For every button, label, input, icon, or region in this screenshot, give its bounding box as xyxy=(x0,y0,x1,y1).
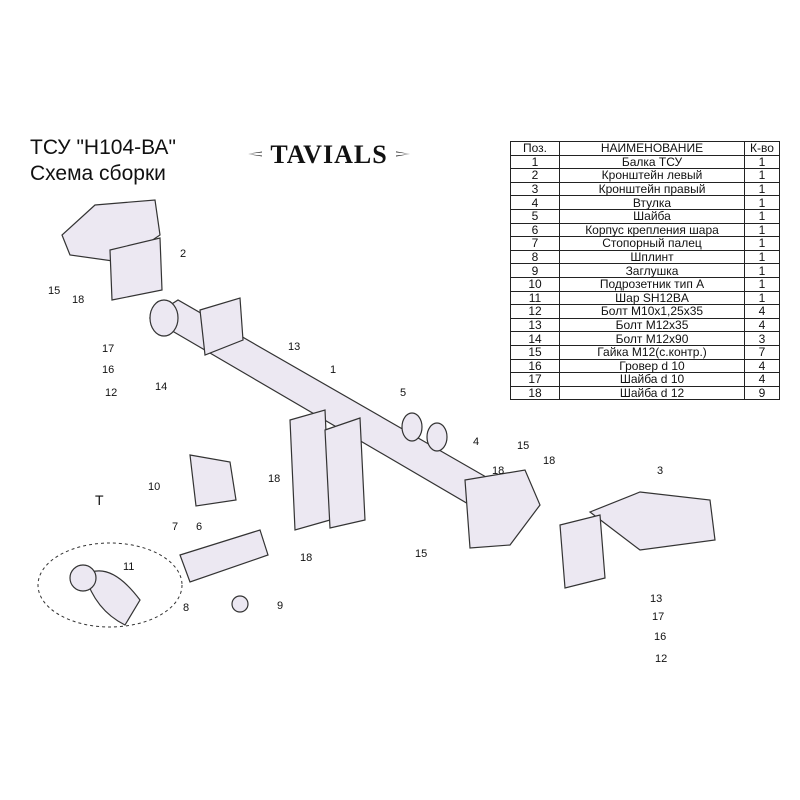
title-model: ТСУ "Н104-ВА" xyxy=(30,136,176,159)
part-quantity: 4 xyxy=(744,304,780,319)
socket-plate xyxy=(189,454,237,507)
callout-7: 7 xyxy=(172,521,178,533)
callout-13-left: 13 xyxy=(288,341,300,353)
diagram-title: ТСУ "Н104-ВА" Схема сборки xyxy=(30,135,176,187)
callout-14: 14 xyxy=(155,381,167,393)
plug-9 xyxy=(231,595,249,613)
part-name: Шайба d 12 xyxy=(559,385,745,401)
callout-15-bottom: 15 xyxy=(415,548,427,560)
callout-17-right: 17 xyxy=(652,611,664,623)
callout-18-beam: 18 xyxy=(492,465,504,477)
callout-18-bottom: 18 xyxy=(300,552,312,564)
beam-bracket-a xyxy=(289,409,331,531)
callout-5: 5 xyxy=(400,387,406,399)
left-bracket-plate xyxy=(109,237,163,301)
tow-ball-neck xyxy=(84,570,141,626)
callout-16-left: 16 xyxy=(102,364,114,376)
callout-4: 4 xyxy=(473,436,479,448)
right-bracket xyxy=(588,491,716,551)
callout-17-left: 17 xyxy=(102,343,114,355)
callout-11: 11 xyxy=(123,561,134,573)
callout-18-bracket: 18 xyxy=(268,473,280,485)
right-bracket-plate xyxy=(559,514,606,589)
callout-T: T xyxy=(95,492,104,508)
callout-6: 6 xyxy=(196,521,202,533)
beam-bracket-b xyxy=(324,417,366,529)
callout-16-right: 16 xyxy=(654,631,666,643)
tow-ball xyxy=(69,564,97,592)
callout-15-left: 15 xyxy=(48,285,60,297)
ball-housing xyxy=(179,529,269,583)
callout-18-left: 18 xyxy=(72,294,84,306)
part-quantity: 9 xyxy=(744,385,780,401)
callout-12-right: 12 xyxy=(655,653,667,665)
title-subtitle: Схема сборки xyxy=(30,162,166,185)
callout-18-right: 18 xyxy=(543,455,555,467)
bushing-4 xyxy=(426,422,448,452)
parts-table-header: Поз. НАИМЕНОВАНИЕ К-во xyxy=(510,141,780,156)
beam-right-plate xyxy=(464,469,541,549)
callout-12-left: 12 xyxy=(105,387,117,399)
beam-left-ear xyxy=(199,297,244,356)
beam-end xyxy=(149,299,179,337)
callout-1: 1 xyxy=(330,364,336,376)
callouts: 1 2 3 4 5 6 7 8 9 10 11 T 12 12 13 13 14… xyxy=(48,248,667,665)
callout-15-right: 15 xyxy=(517,440,529,452)
callout-3: 3 xyxy=(657,465,663,477)
callout-9: 9 xyxy=(277,600,283,612)
callout-10: 10 xyxy=(148,481,160,493)
tavials-logo: TAVIALS xyxy=(248,140,410,169)
logo-text: TAVIALS xyxy=(270,140,387,169)
washer-5 xyxy=(401,412,423,442)
callout-2: 2 xyxy=(180,248,186,260)
callout-13-right: 13 xyxy=(650,593,662,605)
group-T-outline xyxy=(37,542,183,628)
callout-8: 8 xyxy=(183,602,189,614)
